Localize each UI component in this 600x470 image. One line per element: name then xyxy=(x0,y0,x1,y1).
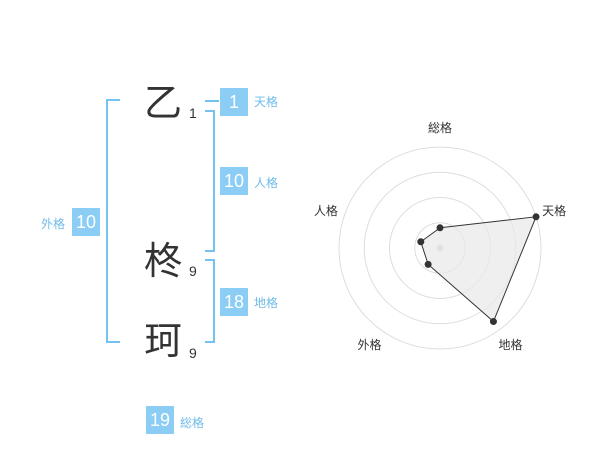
tenkaku-connector xyxy=(205,100,219,102)
radar-axis-label: 外格 xyxy=(357,337,381,352)
tenkaku-label: 天格 xyxy=(254,95,279,109)
jinkaku-value: 10 xyxy=(220,167,248,195)
chikaku-bracket xyxy=(205,259,215,343)
soukaku-value: 19 xyxy=(146,406,174,434)
radar-axis-label: 天格 xyxy=(542,203,566,218)
jinkaku-label: 人格 xyxy=(254,176,279,190)
jinkaku-bracket xyxy=(205,110,215,252)
radar-point xyxy=(436,224,444,232)
radar-axis-label: 総格 xyxy=(428,120,452,135)
stroke-count-2: 9 xyxy=(189,263,197,279)
chikaku-value: 18 xyxy=(220,288,248,316)
gaikaku-bracket xyxy=(106,99,120,343)
soukaku-label: 総格 xyxy=(180,416,205,430)
chikaku-label: 地格 xyxy=(254,296,279,310)
name-char-1: 乙 xyxy=(144,81,183,125)
radar-axis-label: 人格 xyxy=(314,203,338,218)
radar-axis-label: 地格 xyxy=(499,337,523,352)
radar-ring xyxy=(338,146,542,350)
gaikaku-value: 10 xyxy=(72,208,100,236)
radar-point xyxy=(417,238,425,246)
radar-polygon xyxy=(420,216,537,323)
stroke-count-3: 9 xyxy=(189,345,197,361)
stroke-count-1: 1 xyxy=(189,105,197,121)
radar-point xyxy=(532,213,540,221)
gaikaku-label: 外格 xyxy=(41,217,66,231)
radar-point xyxy=(424,260,432,268)
name-char-3: 珂 xyxy=(144,319,183,363)
radar-point xyxy=(489,318,497,326)
tenkaku-value: 1 xyxy=(220,88,248,116)
name-char-2: 柊 xyxy=(144,239,183,283)
